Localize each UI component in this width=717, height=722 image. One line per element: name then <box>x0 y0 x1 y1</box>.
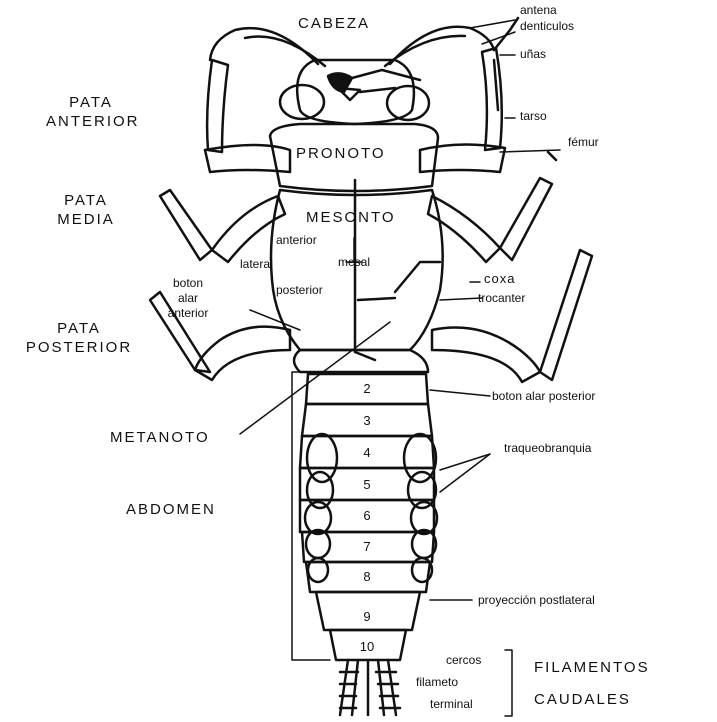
caudal-filaments-drawing <box>340 660 400 715</box>
hind-legs-drawing <box>150 250 592 382</box>
label-cabeza: CABEZA <box>298 16 370 31</box>
label-filamento: filameto <box>416 676 458 688</box>
label-mesonto: MESONTO <box>306 210 396 225</box>
middle-legs-drawing <box>160 152 556 262</box>
label-pronoto: PRONOTO <box>296 146 386 161</box>
label-trocanter: trocanter <box>478 292 525 304</box>
label-mesal: mesal <box>338 256 370 268</box>
label-proyeccion-postlateral: proyección postlateral <box>478 594 595 606</box>
label-pata-media-l2: MEDIA <box>56 211 116 230</box>
segment-number: 7 <box>357 540 377 553</box>
label-pata-media-l1: PATA <box>56 192 116 211</box>
label-antena: antena <box>520 4 557 16</box>
label-anterior: anterior <box>276 234 317 246</box>
segment-number: 4 <box>357 446 377 459</box>
label-lateral: lateral <box>240 258 273 270</box>
label-boton-alar-anterior: boton alar anterior <box>160 276 216 321</box>
segment-number: 8 <box>357 570 377 583</box>
label-pata-posterior-l2: POSTERIOR <box>24 339 134 358</box>
label-denticulos: denticulos <box>520 20 574 32</box>
segment-number: 10 <box>357 640 377 653</box>
label-coxa: coxa <box>484 272 515 285</box>
label-traqueobranquia: traqueobranquia <box>504 442 591 454</box>
label-boton-alar-anterior-l3: anterior <box>160 306 216 321</box>
label-posterior: posterior <box>276 284 323 296</box>
label-unas: uñas <box>520 48 546 60</box>
label-filamentos: FILAMENTOS <box>534 660 650 675</box>
label-pata-posterior-l1: PATA <box>24 320 134 339</box>
label-pata-anterior-l1: PATA <box>46 94 136 113</box>
label-pata-posterior: PATA POSTERIOR <box>24 320 134 358</box>
label-boton-alar-posterior: boton alar posterior <box>492 390 595 402</box>
segment-number: 2 <box>357 382 377 395</box>
segment-number: 3 <box>357 414 377 427</box>
head-drawing <box>280 60 429 124</box>
segment-number: 6 <box>357 509 377 522</box>
label-cercos: cercos <box>446 654 481 666</box>
label-pata-media: PATA MEDIA <box>56 192 116 230</box>
label-caudales: CAUDALES <box>534 692 631 707</box>
label-boton-alar-anterior-l2: alar <box>160 291 216 306</box>
label-tarso: tarso <box>520 110 547 122</box>
label-terminal: terminal <box>430 698 473 710</box>
label-abdomen: ABDOMEN <box>126 502 216 517</box>
label-metanoto: METANOTO <box>110 430 210 445</box>
label-femur: fémur <box>568 136 599 148</box>
label-pata-anterior-l2: ANTERIOR <box>46 113 136 132</box>
label-boton-alar-anterior-l1: boton <box>160 276 216 291</box>
segment-number: 5 <box>357 478 377 491</box>
segment-number: 9 <box>357 610 377 623</box>
metanotum-drawing <box>294 350 428 372</box>
label-pata-anterior: PATA ANTERIOR <box>46 94 136 132</box>
